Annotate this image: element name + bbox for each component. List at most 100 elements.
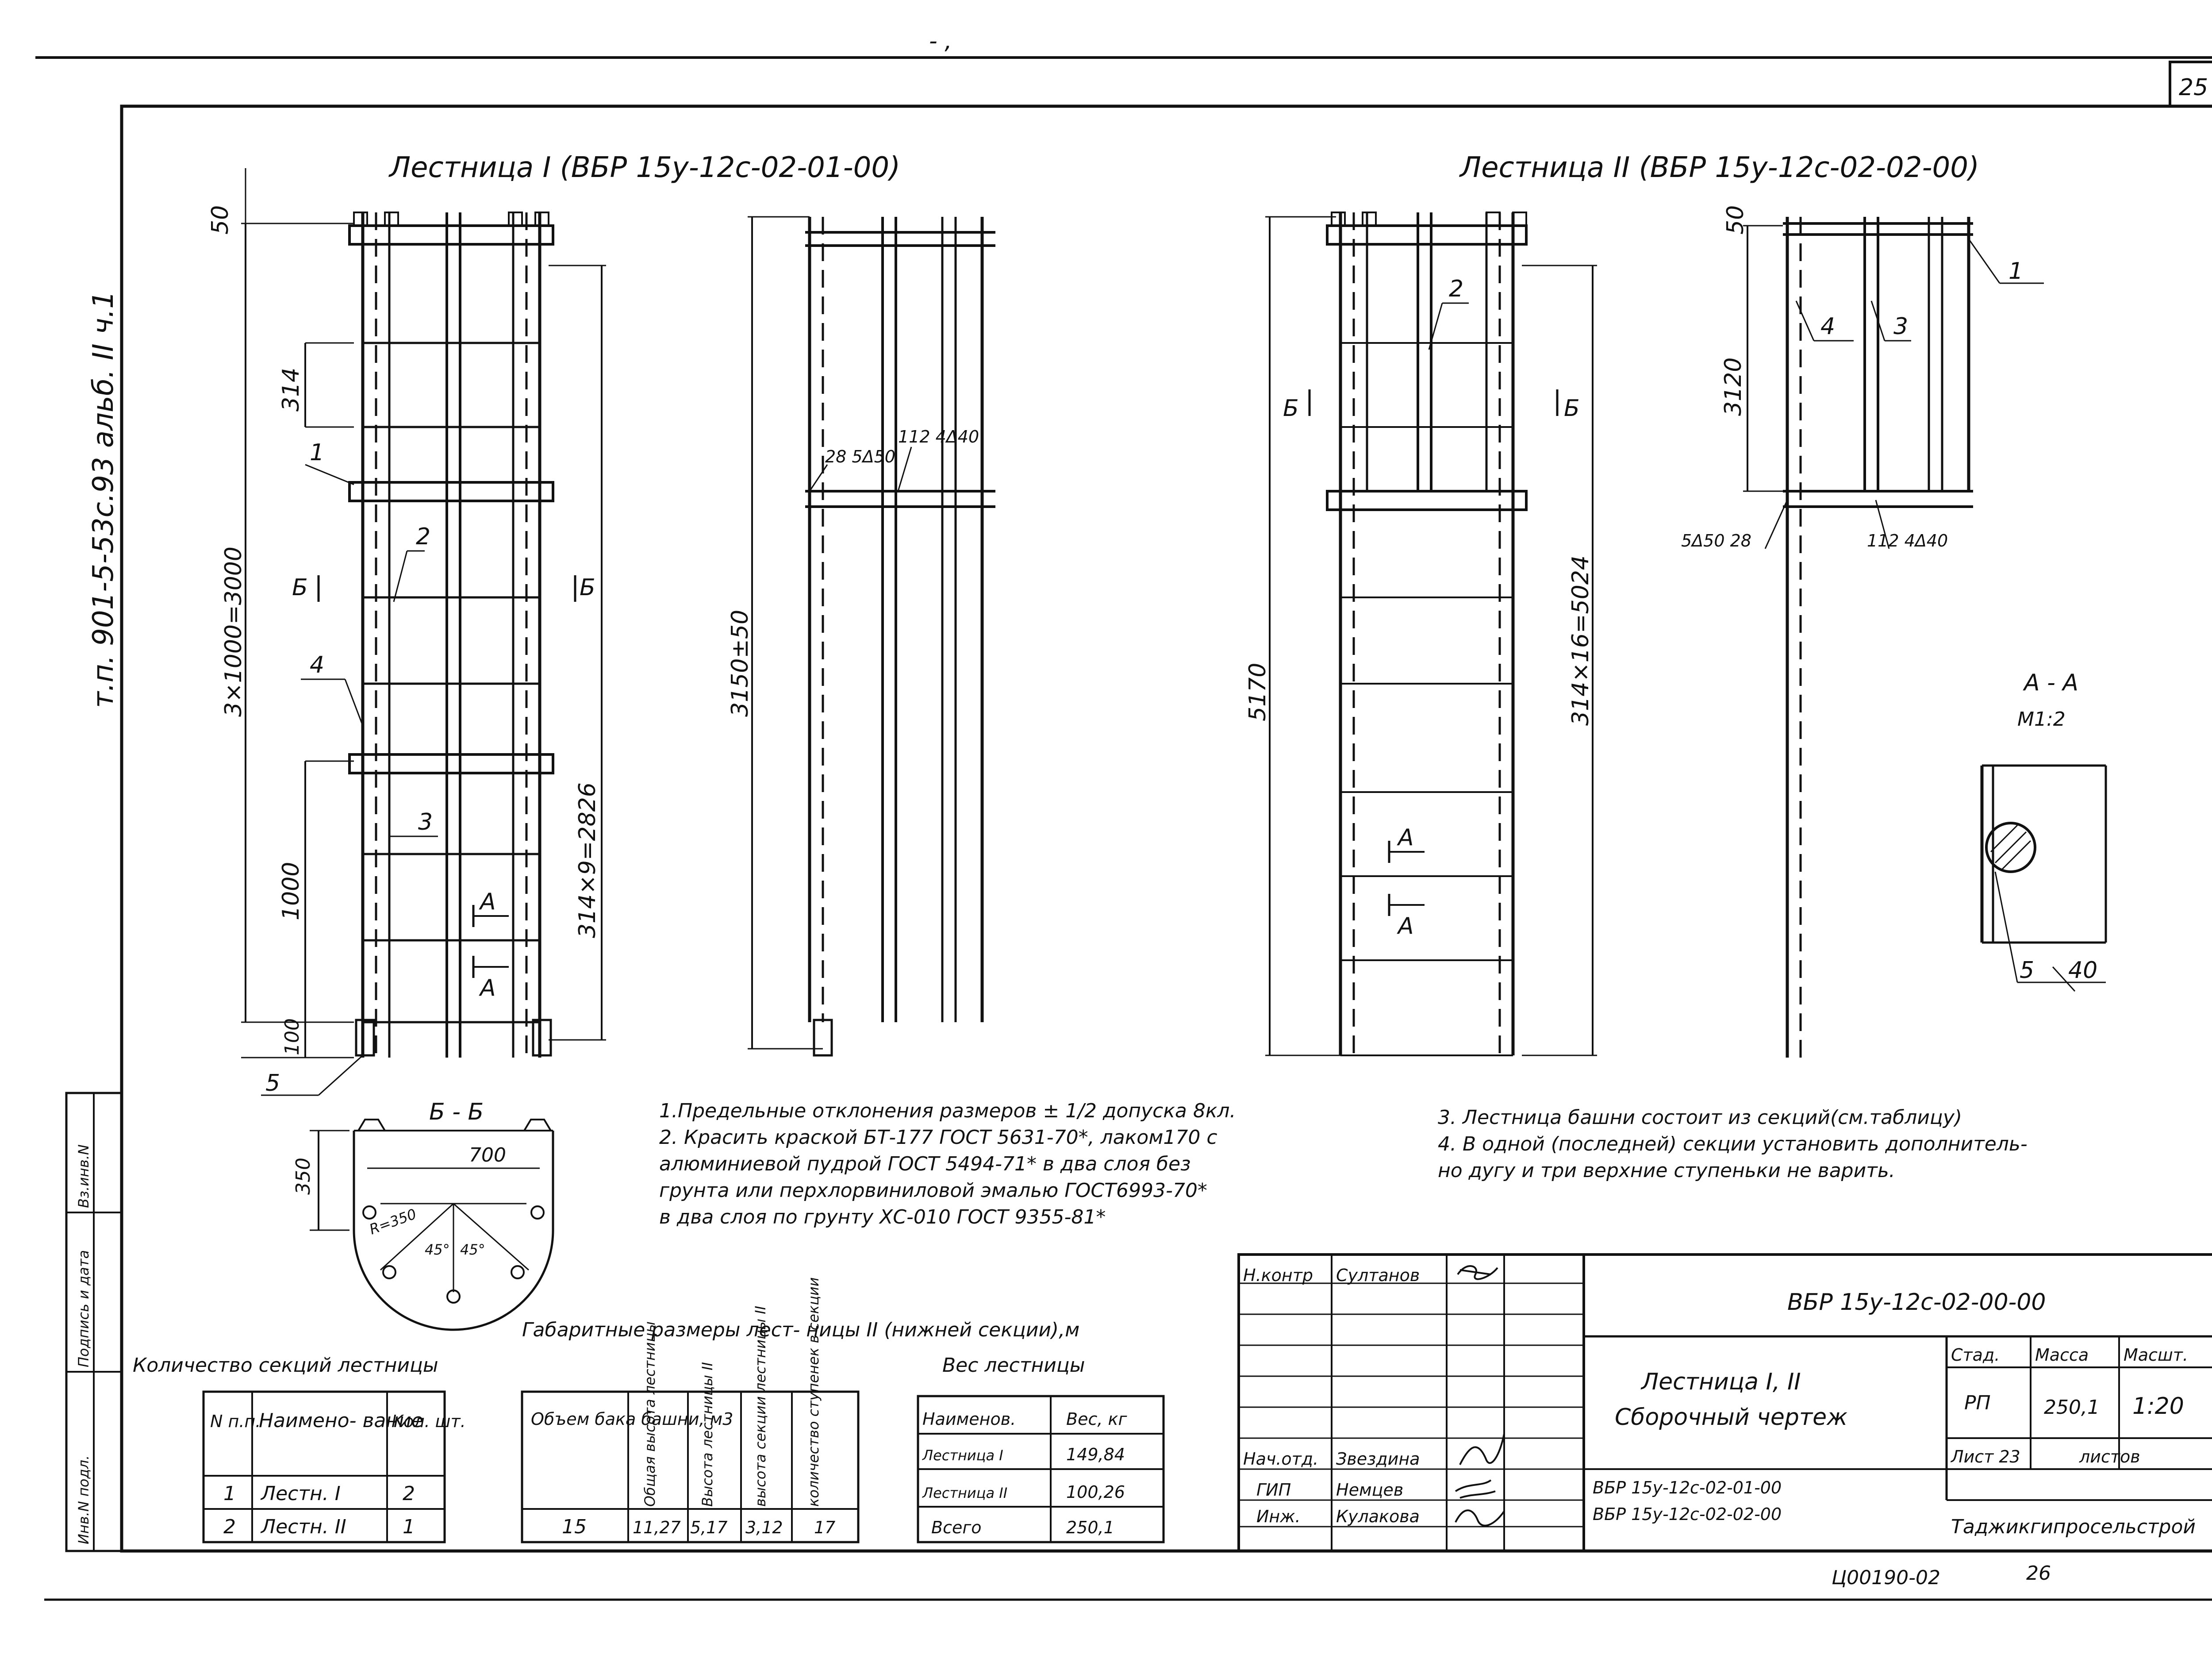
archive-code: Ц00190-02 [1832, 1566, 1940, 1589]
svg-text:700: 700 [469, 1144, 506, 1166]
svg-text:высота секции лестницы II: высота секции лестницы II [752, 1306, 769, 1507]
svg-text:1:20: 1:20 [2132, 1393, 2184, 1420]
svg-text:112 4Δ40: 112 4Δ40 [898, 427, 979, 446]
ladder1-dimensions: 50 314 3×1000=3000 1000 100 314×9=2826 [207, 168, 606, 1058]
svg-text:Лестн. I: Лестн. I [260, 1482, 341, 1505]
svg-text:1: 1 [403, 1516, 415, 1538]
ladder2-front-view: 5170 314×16=5024 2 Б Б А А [1244, 212, 1597, 1056]
svg-text:ВБР 15у-12с-02-01-00: ВБР 15у-12с-02-01-00 [1593, 1478, 1782, 1497]
notes: 1.Предельные отклонения размеров ± 1/2 д… [659, 1100, 2028, 1228]
svg-text:250,1: 250,1 [1066, 1518, 1114, 1537]
svg-text:45°: 45° [460, 1241, 485, 1258]
svg-text:3150±50: 3150±50 [727, 610, 753, 717]
svg-text:Нач.отд.: Нач.отд. [1243, 1449, 1318, 1469]
svg-text:Всего: Всего [931, 1518, 982, 1537]
note-2b: алюминиевой пудрой ГОСТ 5494-71* в два с… [659, 1153, 1191, 1175]
svg-text:Общая высота лестницы: Общая высота лестницы [641, 1321, 658, 1507]
svg-text:5170: 5170 [1244, 663, 1271, 721]
svg-text:РП: РП [1964, 1392, 1991, 1414]
svg-text:3,12: 3,12 [745, 1518, 783, 1537]
svg-text:2: 2 [1449, 276, 1463, 302]
doc-title-2: Сборочный чертеж [1615, 1404, 1847, 1431]
doc-code: ВБР 15у-12с-02-00-00 [1787, 1289, 2046, 1316]
svg-text:Кол. шт.: Кол. шт. [392, 1412, 466, 1431]
svg-text:314: 314 [278, 368, 304, 412]
svg-text:М1:2: М1:2 [2017, 708, 2066, 731]
svg-text:Высота лестницы II: Высота лестницы II [699, 1362, 716, 1507]
ladder1-side-view: 3150±50 28 5Δ50 112 4Δ40 [727, 216, 995, 1057]
svg-text:2: 2 [403, 1482, 415, 1505]
svg-text:ВБР 15у-12с-02-02-00: ВБР 15у-12с-02-02-00 [1593, 1505, 1782, 1524]
svg-text:3: 3 [418, 809, 433, 835]
svg-text:2: 2 [416, 523, 430, 550]
svg-text:А: А [1397, 824, 1414, 851]
svg-text:3×1000=3000: 3×1000=3000 [220, 546, 247, 717]
svg-text:количество ступенек в секции: количество ступенек в секции [805, 1278, 822, 1507]
svg-text:314×9=2826: 314×9=2826 [574, 782, 601, 938]
svg-text:11,27: 11,27 [633, 1518, 681, 1537]
svg-text:Б: Б [292, 574, 308, 601]
svg-text:Б: Б [580, 574, 595, 601]
page-number-box [2169, 61, 2212, 108]
svg-text:Лестница I: Лестница I [922, 1447, 1003, 1464]
svg-text:3: 3 [1893, 313, 1908, 340]
svg-text:17: 17 [814, 1518, 835, 1537]
svg-text:Султанов: Султанов [1336, 1266, 1420, 1285]
svg-text:Немцев: Немцев [1336, 1480, 1403, 1500]
svg-text:ГИП: ГИП [1256, 1480, 1291, 1500]
svg-text:Кулакова: Кулакова [1336, 1507, 1420, 1526]
svg-text:Наименов.: Наименов. [922, 1409, 1016, 1429]
svg-text:Наимено- вание: Наимено- вание [259, 1409, 423, 1432]
ladder1-front-view [348, 212, 554, 1058]
table-weight: Вес лестницы Наименов. Вес, кг Лестница … [917, 1354, 1165, 1543]
svg-text:N п.п.: N п.п. [210, 1412, 261, 1431]
left-stamp: Инв.N подл. Подпись и дата Вз.инв.N [65, 1092, 123, 1552]
svg-text:5,17: 5,17 [690, 1518, 728, 1537]
svg-text:1: 1 [223, 1482, 236, 1505]
ladder1-title: Лестница I (ВБР 15у-12с-02-01-00) [388, 151, 900, 184]
organization: Таджикгипросельстрой [1951, 1516, 2196, 1538]
svg-text:Лестница II: Лестница II [922, 1485, 1007, 1501]
svg-text:Масса: Масса [2035, 1345, 2089, 1365]
svg-text:Б: Б [1283, 395, 1299, 422]
svg-text:112 4Δ40: 112 4Δ40 [1867, 531, 1948, 550]
archive-sheet: 26 [2026, 1562, 2051, 1585]
ladder2-side-view: 50 3120 1 3 4 5Δ50 28 112 4Δ40 [1681, 205, 2044, 1058]
svg-text:3120: 3120 [1720, 358, 1747, 416]
svg-text:100,26: 100,26 [1066, 1482, 1125, 1502]
table-sections: Количество секций лестницы N п.п. Наимен… [133, 1354, 466, 1543]
svg-text:Б - Б: Б - Б [429, 1099, 484, 1125]
page-number: 25 [2179, 74, 2208, 101]
note-2c: грунта или перхлорвиниловой эмалью ГОСТ6… [659, 1179, 1207, 1202]
table-weight-title: Вес лестницы [942, 1354, 1085, 1377]
ladder1-callouts: 1 2 3 4 5 Б Б А А [261, 439, 595, 1097]
svg-text:А - А: А - А [2023, 670, 2078, 696]
doc-title-1: Лестница I, II [1640, 1369, 1801, 1395]
svg-text:4: 4 [1820, 313, 1835, 340]
svg-text:4: 4 [310, 652, 324, 678]
stamp-inv: Инв.N подл. [75, 1455, 92, 1544]
svg-text:А: А [1397, 913, 1414, 939]
note-2: 2. Красить краской БТ-177 ГОСТ 5631-70*,… [659, 1126, 1217, 1149]
title-block: Н.контр Султанов Нач.отд. Звездина ГИП Н… [1237, 1253, 2212, 1552]
svg-text:2: 2 [223, 1516, 236, 1538]
svg-text:А: А [479, 889, 496, 915]
svg-text:Инж.: Инж. [1256, 1507, 1301, 1526]
svg-text:350: 350 [292, 1158, 315, 1195]
svg-text:149,84: 149,84 [1066, 1445, 1125, 1464]
svg-text:28 5Δ50: 28 5Δ50 [825, 447, 895, 466]
svg-text:Б: Б [1564, 395, 1580, 422]
table-sections-title: Количество секций лестницы [133, 1354, 438, 1377]
svg-text:15: 15 [562, 1516, 587, 1538]
stamp-sign: Подпись и дата [75, 1250, 92, 1367]
svg-text:Лестн. II: Лестн. II [260, 1516, 346, 1538]
svg-text:Объем бака башни, м3: Объем бака башни, м3 [531, 1409, 733, 1429]
svg-text:Вес, кг: Вес, кг [1066, 1409, 1127, 1429]
scan-mark: - , [929, 28, 952, 54]
svg-text:1: 1 [2008, 258, 2023, 285]
svg-text:1000: 1000 [278, 862, 304, 920]
svg-text:Н.контр: Н.контр [1243, 1266, 1313, 1285]
note-2d: в два слоя по грунту ХС-010 ГОСТ 9355-81… [659, 1206, 1106, 1228]
section-aa: А - А М1:2 5 40 [1980, 670, 2107, 992]
